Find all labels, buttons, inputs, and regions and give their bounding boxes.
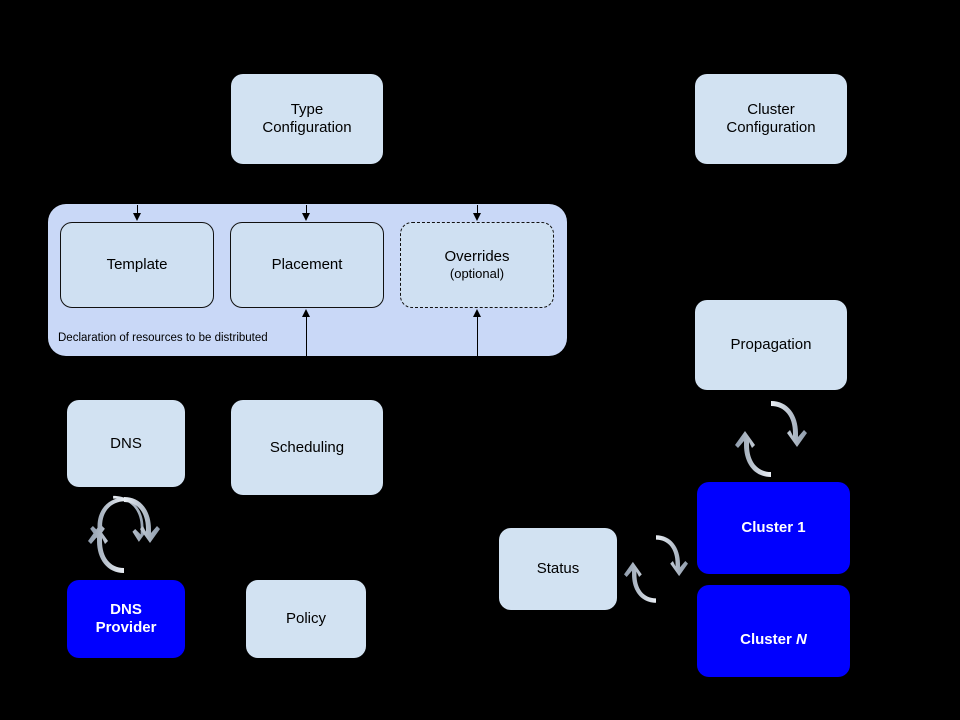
node-status[interactable]: Status [499,528,617,610]
sync-arrows-icon-propagation [735,396,807,482]
node-template[interactable]: Template [60,222,214,308]
node-policy[interactable]: Policy [246,580,366,658]
arrow-down-icon-overrides [473,213,481,221]
connector-scheduling-to-placement [306,316,307,381]
connector-typeconfig-to-template [137,205,138,215]
connector-typeconfig-to-overrides [477,205,478,215]
node-type-configuration[interactable]: Type Configuration [231,74,383,164]
node-dns-label: DNS [110,434,142,452]
arrow-up-icon-overrides [473,309,481,317]
node-cluster-1-label: Cluster 1 [741,519,806,537]
node-status-label: Status [536,560,580,578]
group-caption: Declaration of resources to be distribut… [58,332,268,344]
sync-arrows-icon-dns [88,492,160,578]
node-dns[interactable]: DNS [67,400,185,487]
node-scheduling-label: Scheduling [269,438,345,456]
node-overrides-label: Overrides [444,248,510,266]
node-cluster-n-prefix: Cluster [740,631,796,648]
node-dns-provider-label: DNS Provider [95,601,157,636]
node-cluster-n-suffix: N [796,631,807,648]
node-policy-label: Policy [285,610,326,628]
connector-typeconfig-to-placement [306,205,307,215]
node-cluster-configuration[interactable]: Cluster Configuration [695,74,847,164]
arrow-up-icon-placement [302,309,310,317]
node-cluster-n[interactable]: Cluster N [697,585,850,677]
node-dns-provider[interactable]: DNS Provider [67,580,185,658]
arrow-down-icon-template [133,213,141,221]
connector-policy-to-overrides [477,316,478,381]
node-placement-label: Placement [271,256,343,274]
sync-arrows-icon-status [624,527,688,611]
node-template-label: Template [106,256,168,274]
node-cluster-configuration-label: Cluster Configuration [726,101,816,136]
node-placement[interactable]: Placement [230,222,384,308]
node-overrides-sublabel: (optional) [449,266,505,282]
node-cluster-1[interactable]: Cluster 1 [697,482,850,574]
arrow-down-icon-placement [302,213,310,221]
node-propagation-label: Propagation [730,336,812,354]
node-scheduling[interactable]: Scheduling [231,400,383,495]
node-overrides[interactable]: Overrides (optional) [400,222,554,308]
node-propagation[interactable]: Propagation [695,300,847,390]
node-cluster-n-label: Cluster N [740,613,807,648]
node-type-configuration-label: Type Configuration [262,101,352,136]
